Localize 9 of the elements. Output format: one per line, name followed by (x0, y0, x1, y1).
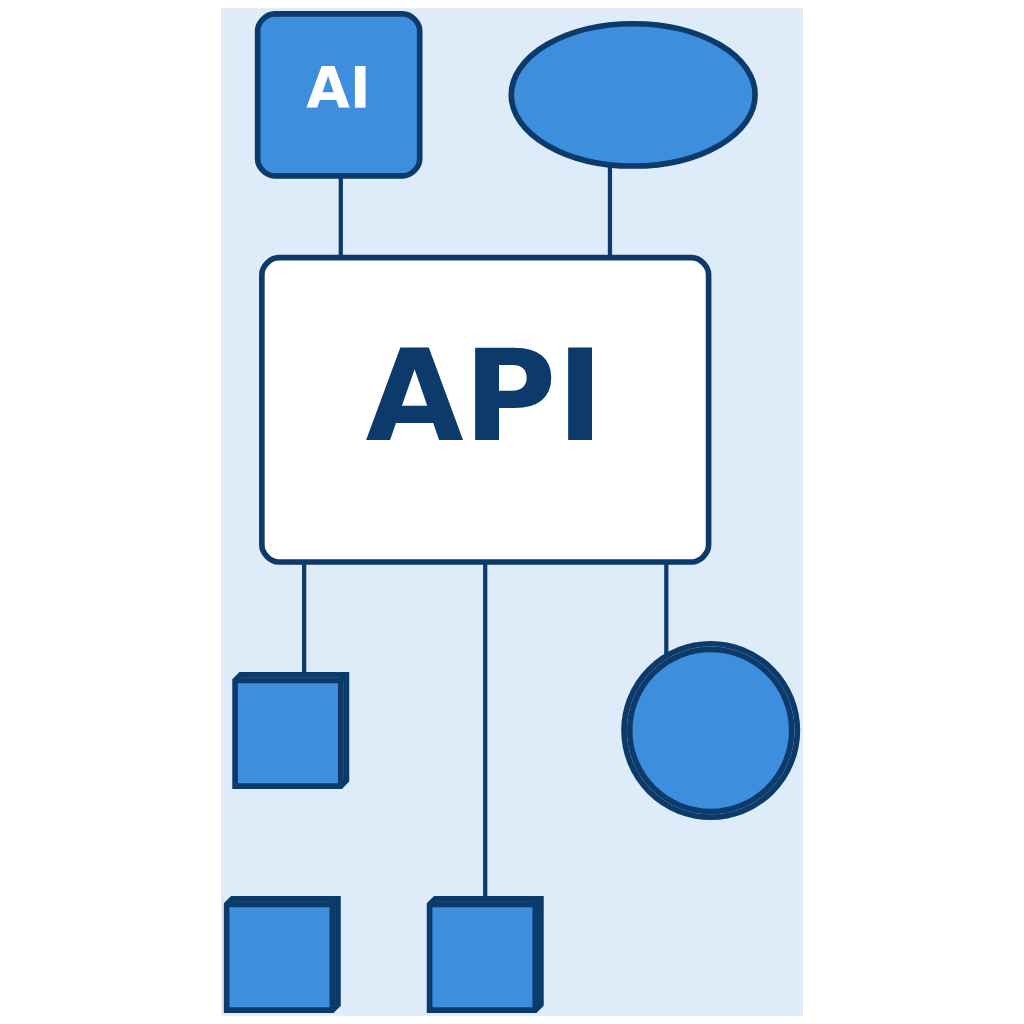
node-cloud (508, 20, 758, 169)
node-box: AI (254, 11, 423, 179)
node-box: API (259, 254, 712, 565)
connector (338, 176, 343, 258)
connector (483, 562, 488, 899)
connector (664, 562, 669, 656)
connector (607, 164, 613, 258)
node-gear (621, 640, 801, 820)
connector (302, 562, 307, 675)
